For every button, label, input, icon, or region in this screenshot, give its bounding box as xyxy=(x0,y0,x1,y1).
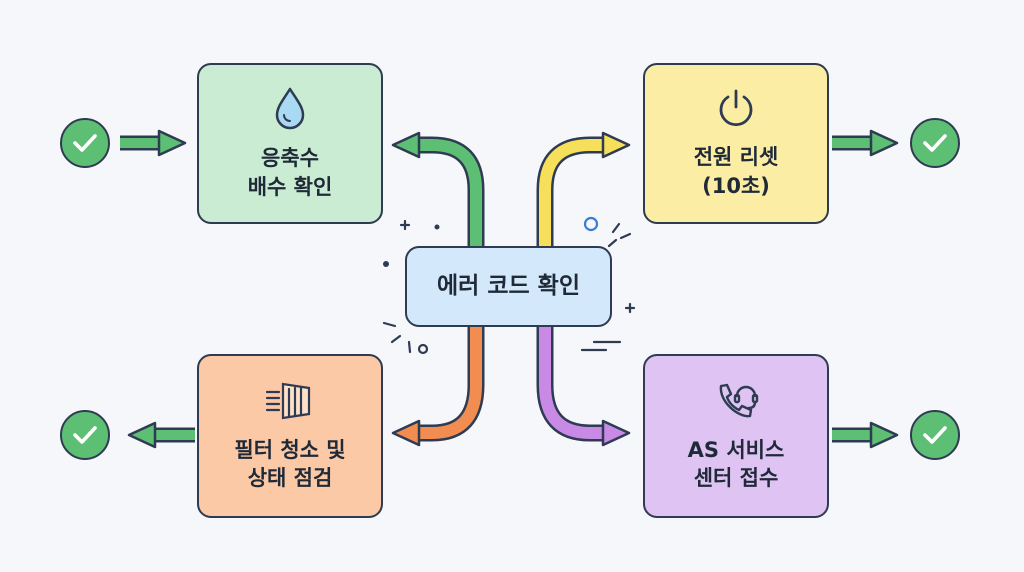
power-icon xyxy=(715,87,757,129)
step-condensate-drain: 응축수 배수 확인 xyxy=(197,63,383,224)
step-filter-cleaning: 필터 청소 및 상태 점검 xyxy=(197,354,383,518)
water-drop-icon xyxy=(273,86,307,130)
arrow-to-condensate xyxy=(391,131,485,246)
filter-label: 필터 청소 및 상태 점검 xyxy=(234,437,346,490)
phone-headset-icon xyxy=(713,380,759,422)
check-icon xyxy=(60,410,110,460)
filter-icon xyxy=(265,380,315,422)
arrow-to-filter xyxy=(391,327,485,447)
power-label: 전원 리셋 (10초) xyxy=(693,145,779,198)
center-label: 에러 코드 확인 xyxy=(437,272,580,299)
sparkle-decorations xyxy=(382,216,636,355)
step-as-service: AS 서비스 센터 접수 xyxy=(643,354,829,518)
center-error-code-box: 에러 코드 확인 xyxy=(405,246,612,327)
arrow-to-power xyxy=(536,131,631,246)
check-icon xyxy=(60,118,110,168)
check-icon xyxy=(910,410,960,460)
step-power-reset: 전원 리셋 (10초) xyxy=(643,63,829,224)
check-icon xyxy=(910,118,960,168)
as-label: AS 서비스 센터 접수 xyxy=(687,437,785,490)
arrow-to-as xyxy=(536,327,631,447)
condensate-label: 응축수 배수 확인 xyxy=(247,146,333,199)
